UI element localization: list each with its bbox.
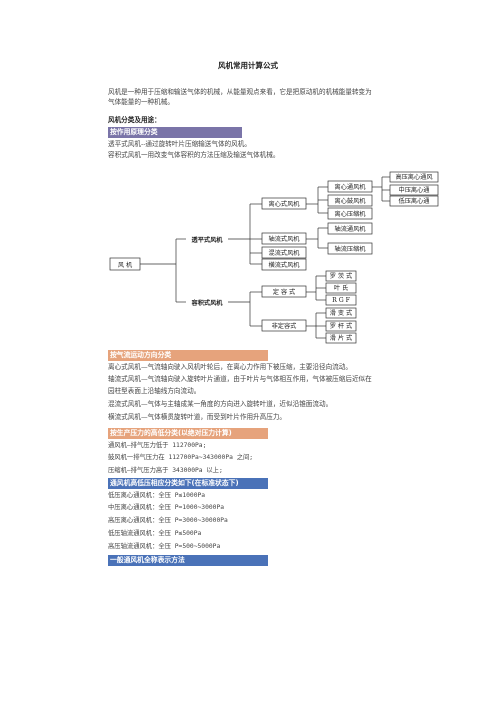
flow-line-4: 混流式风机—气体与主轴成某一角度的方向进入旋转叶道，近似沿锥面流动。 [108,400,333,408]
pressure-line-3: 压缩机—排气压力高于 343000Pa 以上; [108,467,223,474]
fan-pressure-line-1: 低压离心通风机：全压 P≤1000Pa [108,492,206,499]
fan-classification-diagram: 风 机 透平式风机 容积式风机 离心式风机 轴流式风机 混流式风机 横流式风机 … [109,171,439,344]
diagram-axial: 轴流式风机 [269,235,301,243]
diagram-cf-blower: 离心鼓风机 [335,197,367,205]
diagram-variable: 非定容式 [272,322,297,330]
flow-line-2: 轴流式风机—气流轴向驶入旋转叶片通道，由于叶片与气体相互作用，气体被压缩后近似在 [108,375,372,383]
diagram-cf-compressor: 离心压缩机 [335,210,367,218]
flow-line-1: 离心式风机—气流轴向驶入风机叶轮后，在离心力作用下被压缩，主要沿径向流动。 [108,363,352,371]
diagram-lp-fan: 低压离心通 [399,197,430,205]
diagram-mixed: 混流式风机 [269,249,301,257]
section-heading-designation: 一般通风机全称表示方法 [108,555,268,566]
diagram-cf-fan: 离心通风机 [335,183,367,191]
diagram-mp-fan: 中压离心通 [399,186,430,194]
page-title: 风机常用计算公式 [218,61,278,70]
diagram-hp-fan: 高压离心通风 [395,173,432,181]
intro-line-1: 风机是一种用于压缩和输送气体的机械，从能量观点来看，它是把原动机的机械能量转变为 [108,88,372,96]
diagram-turbo: 透平式风机 [192,236,224,244]
diagram-lobe: 叶 氏 [334,284,348,292]
pressure-line-1: 通风机—排气压力低于 112700Pa; [108,442,207,449]
diagram-cross: 横流式风机 [269,261,301,269]
intro-line-2: 气体能量的一种机械。 [108,98,174,106]
diagram-vane: 滑 片 式 [330,334,353,342]
classify-heading: 风机分类及用途： [108,116,161,124]
pressure-line-2: 鼓风机一排气压力在 112700Pa~343000Pa 之间; [108,454,254,461]
diagram-centrifugal: 离心式风机 [269,200,301,208]
fan-pressure-line-3: 高压离心通风机：全压 P=3000~30000Pa [108,517,228,524]
flow-line-5: 横流式风机—气体横贯旋转叶道，而受到叶片作用升高压力。 [108,413,287,421]
fan-pressure-line-2: 中压离心通风机：全压 P=1000~3000Pa [108,504,225,511]
section-heading-fan-pressure: 通风机高低压相应分类如下(在标准状态下) [108,478,268,489]
diagram-roots: 罗 茨 式 [330,272,353,280]
diagram-axial-compressor: 轴流压缩机 [335,245,367,253]
diagram-screw: 罗 杆 式 [330,322,353,330]
section-heading-principle: 按作用原理分类 [108,127,242,138]
diagram-rgf: R G F [332,297,351,304]
diagram-axial-fan: 轴流通风机 [335,225,367,233]
diagram-fixed: 定 容 式 [273,288,296,296]
diagram-volumetric: 容积式风机 [191,299,224,307]
principle-line-1: 透平式风机--通过旋转叶片压缩输送气体的风机。 [108,140,251,148]
principle-line-2: 容积式风机一用改变气体容积的方法压缩及输送气体机械。 [108,151,280,159]
section-heading-pressure: 按生产压力的高低分类(以绝对压力计算) [108,428,268,439]
fan-pressure-line-4: 低压轴流通风机：全压 P≤500Pa [108,530,202,537]
diagram-slide: 滑 变 式 [330,309,353,317]
fan-pressure-line-5: 高压轴流通风机：全压 P=500~5000Pa [108,543,221,550]
diagram-root: 风 机 [118,261,133,269]
flow-line-3: 园柱型表面上沿轴线方向流动。 [108,387,201,395]
section-heading-flow: 按气流运动方向分类 [108,350,268,361]
